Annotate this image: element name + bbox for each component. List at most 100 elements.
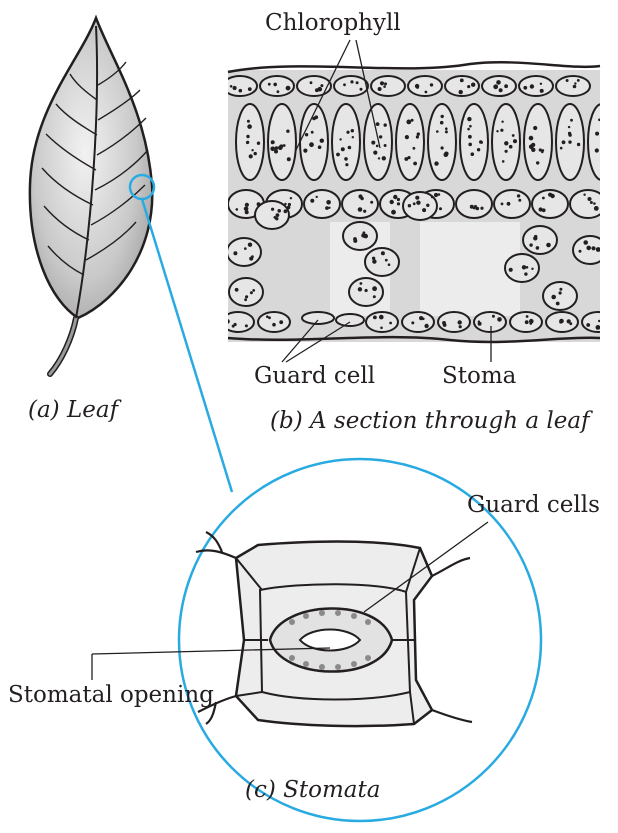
plant-cell	[297, 76, 331, 96]
chloroplast-dot	[360, 197, 363, 200]
chloroplast-dot	[540, 83, 542, 85]
chloroplast-dot	[416, 86, 419, 89]
chloroplast-dot	[257, 202, 261, 206]
chloroplast-dot	[348, 146, 352, 150]
plant-cell	[258, 312, 290, 332]
chloroplast-dot	[271, 208, 274, 211]
chloroplast-dot	[251, 149, 253, 151]
plant-cell	[304, 190, 340, 218]
chloroplast-dot	[445, 130, 448, 133]
plant-cell	[342, 190, 378, 218]
chloroplast-dot	[287, 206, 291, 210]
chloroplast-dot	[352, 136, 354, 138]
chloroplast-dot	[593, 202, 596, 205]
plant-cell	[523, 226, 557, 254]
chloroplast-dot	[246, 141, 249, 144]
chloroplast-dot	[570, 119, 573, 122]
chloroplast-dot	[559, 291, 562, 294]
chloroplast-dot	[361, 233, 365, 237]
chloroplast-dot	[588, 197, 592, 201]
chloroplast-dot	[583, 194, 585, 196]
chloroplast-dot	[533, 126, 537, 130]
chloroplast-dot	[388, 263, 391, 266]
chloroplast-dot	[559, 319, 564, 324]
chloroplast-dot	[540, 89, 544, 93]
chloroplast-dot	[277, 90, 280, 93]
chloroplast-dot	[246, 135, 249, 138]
chloroplast-dot	[404, 157, 408, 161]
chloroplast-dot	[234, 323, 237, 326]
chloroplast-dot	[595, 132, 599, 136]
chloroplast-dot	[288, 203, 291, 206]
chloroplast-dot	[311, 131, 314, 134]
chloroplast-dot	[445, 127, 448, 130]
chloroplast-dot	[577, 143, 580, 146]
chloroplast-dot	[381, 251, 385, 255]
chloroplast-dot	[249, 154, 253, 158]
label-stoma: Stoma	[442, 363, 516, 389]
chloroplast-dot	[360, 282, 363, 285]
chloroplast-dot	[416, 201, 420, 205]
chloroplast-dot	[397, 202, 400, 205]
chloroplast-dot	[415, 196, 419, 200]
chloroplast-dot	[504, 84, 508, 88]
chloroplast-dot	[384, 123, 387, 126]
chloroplast-dot	[594, 206, 599, 211]
chloroplast-dot	[579, 250, 582, 253]
chloroplast-dot	[379, 135, 382, 138]
label-chlorophyll: Chlorophyll	[265, 10, 401, 36]
chloroplast-dot	[245, 210, 249, 214]
chloroplast-dot	[529, 136, 534, 141]
chloroplast-dot	[344, 157, 348, 161]
chloroplast-dot	[360, 88, 363, 91]
chloroplast-dot	[478, 322, 482, 326]
chloroplast-dot	[345, 163, 348, 166]
chloroplast-dot	[526, 266, 529, 269]
chloroplast-dot	[378, 157, 380, 159]
chloroplast-dot	[471, 83, 475, 87]
chloroplast-dot	[235, 288, 239, 292]
chloroplast-dot	[380, 327, 383, 330]
chloroplast-dot	[430, 83, 433, 86]
chloroplast-dot	[239, 89, 243, 93]
chloroplast-dot	[444, 152, 449, 157]
chloroplast-dot	[370, 201, 373, 204]
chloroplast-dot	[346, 131, 349, 134]
chloroplast-dot	[315, 88, 319, 92]
chloroplast-dot	[524, 272, 527, 275]
chloroplast-dot	[378, 87, 382, 91]
chloroplast-dot	[397, 198, 400, 201]
chloroplast-dot	[351, 129, 354, 132]
chloroplast-dot	[441, 146, 444, 149]
chloroplast-dot	[254, 152, 257, 155]
chloroplast-dot	[518, 199, 521, 202]
chloroplast-dot	[384, 144, 387, 147]
chloroplast-dot	[425, 91, 428, 94]
chloroplast-dot	[380, 81, 384, 85]
chloroplast-dot	[525, 320, 529, 324]
chloroplast-dot	[244, 298, 247, 301]
label-guard-cell: Guard cell	[254, 363, 375, 389]
chloroplast-dot	[245, 295, 248, 298]
chloroplast-dot	[416, 135, 419, 138]
chloroplast-dot	[459, 325, 462, 328]
chloroplast-dot	[413, 162, 417, 166]
chloroplast-dot	[284, 209, 288, 213]
chloroplast-dot	[339, 138, 341, 140]
chloroplast-dot	[480, 207, 483, 210]
chloroplast-dot	[607, 128, 611, 132]
chloroplast-dot	[356, 81, 359, 84]
plant-cell	[222, 312, 254, 332]
plant-cell	[573, 236, 607, 264]
chloroplast-dot	[236, 208, 239, 211]
chloroplast-dot	[522, 265, 526, 269]
plant-cell	[229, 278, 263, 306]
chloroplast-dot	[471, 152, 475, 156]
chloroplast-dot	[499, 88, 503, 92]
chloroplast-dot	[436, 130, 439, 133]
chloroplast-dot	[286, 86, 291, 91]
chloroplast-dot	[286, 130, 289, 133]
chloroplast-dot	[595, 148, 599, 152]
chloroplast-dot	[320, 84, 323, 87]
chloroplast-dot	[531, 143, 535, 147]
